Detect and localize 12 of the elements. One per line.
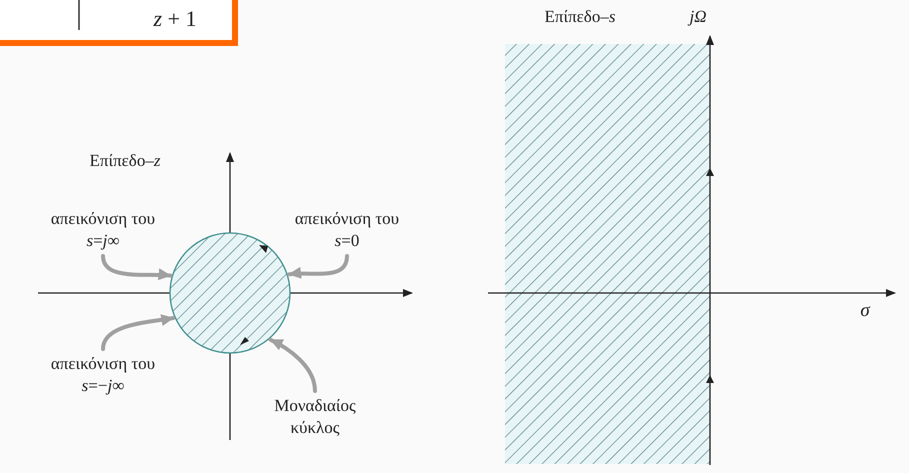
- axis-label: jΩ: [686, 6, 708, 28]
- plane-title: Επίπεδο–s: [544, 6, 616, 28]
- callout-text: απεικόνιση του s=j∞: [38, 208, 168, 252]
- callout-text: απεικόνιση του s=0: [282, 208, 412, 252]
- callout-text: απεικόνιση του s=−j∞: [38, 353, 168, 397]
- callout-text: Μοναδιαίος κύκλος: [255, 395, 375, 439]
- formula-text: z + 1: [152, 8, 198, 30]
- plane-title: Επίπεδο–z: [88, 150, 162, 172]
- leader-arrow: [268, 338, 317, 393]
- unit-circle: [169, 232, 291, 354]
- leader-arrow: [101, 314, 176, 351]
- axis-label: σ: [859, 300, 872, 322]
